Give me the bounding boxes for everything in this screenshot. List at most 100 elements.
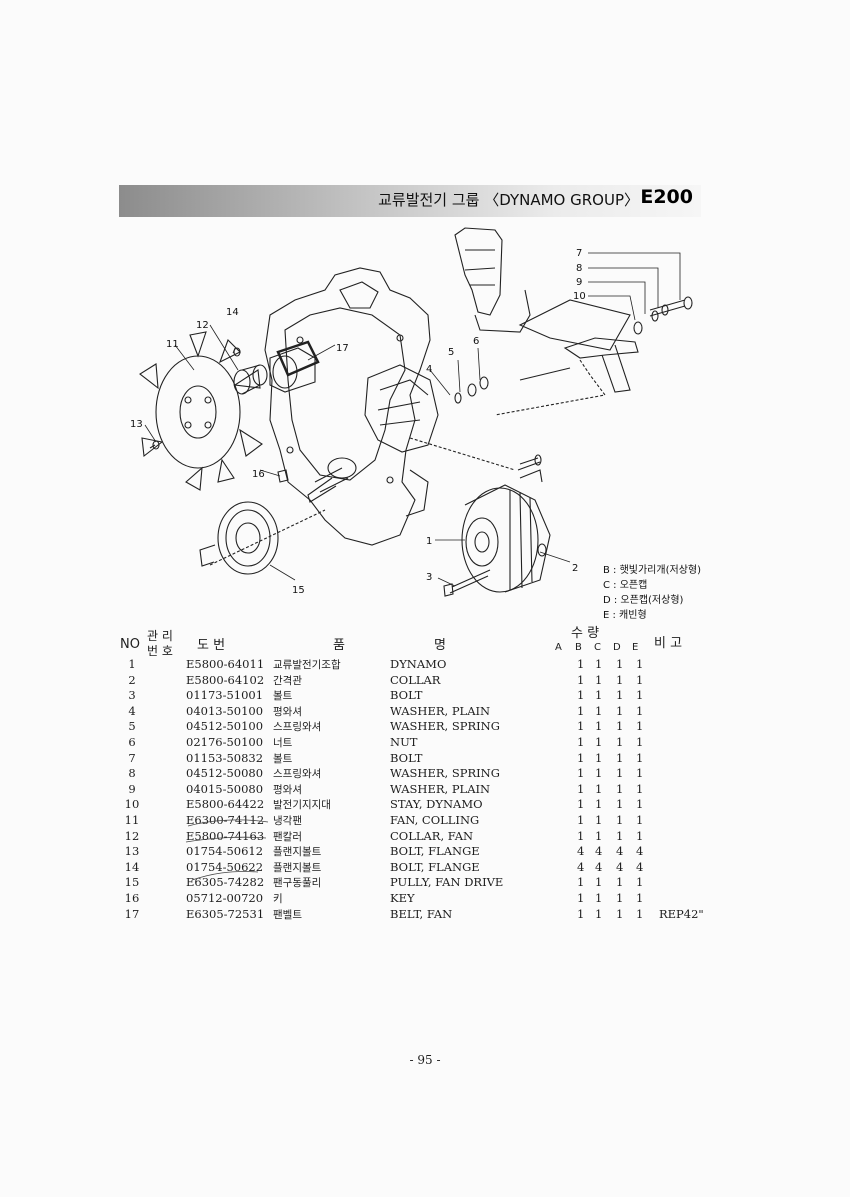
row-qty-1: 1 <box>577 703 585 718</box>
table-row: 5 04512-50100 스프링와셔 WASHER, SPRING 1 1 1… <box>0 719 850 735</box>
row-part-number: 04015-50080 <box>186 781 264 796</box>
row-qty-1: 1 <box>577 672 585 687</box>
row-qty-4: 1 <box>636 906 644 921</box>
crank-pulley-drawing <box>199 501 279 575</box>
table-row: 16 05712-00720 키 KEY 1 1 1 1 <box>0 891 850 907</box>
row-english-name: STAY, DYNAMO <box>390 797 483 812</box>
row-english-name: BELT, FAN <box>390 906 453 921</box>
callout-9: 9 <box>576 277 582 288</box>
callout-leaders <box>144 252 681 587</box>
row-no: 4 <box>128 703 136 718</box>
row-part-number: 01754-50622 <box>186 859 264 874</box>
row-qty-3: 1 <box>616 813 624 827</box>
row-no: 17 <box>124 906 140 921</box>
callout-15: 15 <box>292 585 305 596</box>
header-qty-e: E <box>632 642 639 653</box>
callout-8: 8 <box>576 263 582 274</box>
callout-4: 4 <box>426 364 432 375</box>
row-korean-name: 키 <box>273 893 283 905</box>
header-mgmt-top: 관 리 <box>147 629 173 643</box>
header-qty: 수 량 <box>571 626 600 641</box>
row-qty-1: 1 <box>577 735 585 749</box>
row-qty-1: 1 <box>577 828 585 843</box>
row-no: 7 <box>128 750 136 765</box>
row-no: 13 <box>124 844 140 859</box>
row-qty-2: 1 <box>595 719 603 734</box>
row-korean-name: 팬벨트 <box>273 908 302 921</box>
row-qty-1: 4 <box>577 844 585 859</box>
legend-item-d: D : 오픈캡(저상형) <box>603 595 684 606</box>
row-part-number: 04512-50080 <box>186 766 264 781</box>
fan-belt-drawing <box>276 340 320 377</box>
row-qty-3: 1 <box>616 906 624 921</box>
row-english-name: BOLT, FLANGE <box>390 859 480 874</box>
row-qty-3: 1 <box>616 875 624 890</box>
cooling-fan-drawing <box>139 331 263 491</box>
row-part-number: E6305-74282 <box>186 875 265 890</box>
row-qty-2: 1 <box>595 766 603 781</box>
table-row: 14 01754-50622 플랜지볼트 BOLT, FLANGE 4 4 4 … <box>0 860 850 876</box>
row-qty-4: 1 <box>636 813 644 827</box>
header-qty-a: A <box>555 642 562 653</box>
parts-table-header: NO 관 리 번 호 도 번 품 명 수 량 A B C D E 비 고 <box>0 622 850 662</box>
row-part-number: 02176-50100 <box>186 735 264 749</box>
row-qty-3: 4 <box>616 859 624 874</box>
legend-item-c: C : 오픈캡 <box>603 580 648 591</box>
row-remark: REP42" <box>659 906 704 921</box>
callout-numbers: 7 8 9 10 5 6 4 14 12 11 13 16 17 1 2 3 1… <box>130 248 586 596</box>
row-qty-2: 1 <box>595 891 603 905</box>
row-korean-name: 스프링와셔 <box>273 768 322 781</box>
row-qty-3: 1 <box>616 657 624 671</box>
row-english-name: COLLAR, FAN <box>390 828 474 843</box>
row-no: 12 <box>124 828 140 843</box>
row-qty-1: 4 <box>577 859 585 874</box>
row-korean-name: 간격관 <box>273 674 302 687</box>
row-qty-2: 1 <box>595 813 603 827</box>
row-qty-3: 1 <box>616 703 624 718</box>
row-qty-4: 1 <box>636 719 644 734</box>
row-qty-3: 1 <box>616 750 624 765</box>
row-english-name: FAN, COLLING <box>390 813 480 827</box>
alternator-drawing <box>461 469 551 593</box>
row-qty-4: 1 <box>636 672 644 687</box>
row-korean-name: 스프링와셔 <box>273 721 322 734</box>
row-part-number: E5800-64102 <box>186 672 265 687</box>
table-row: 7 01153-50832 볼트 BOLT 1 1 1 1 <box>0 751 850 767</box>
table-row: 12 E5800-74163 팬칼러 COLLAR, FAN 1 1 1 1 <box>0 829 850 845</box>
row-english-name: NUT <box>390 735 418 749</box>
row-qty-3: 1 <box>616 688 624 703</box>
row-qty-1: 1 <box>577 797 585 812</box>
row-qty-2: 4 <box>595 859 603 874</box>
table-row: 17 E6305-72531 팬벨트 BELT, FAN 1 1 1 1 REP… <box>0 907 850 923</box>
engine-timing-case-drawing <box>264 267 431 546</box>
header-no: NO <box>120 637 140 652</box>
row-part-number: E6305-72531 <box>186 906 265 921</box>
row-no: 2 <box>128 672 136 687</box>
row-qty-2: 1 <box>595 828 603 843</box>
table-row: 15 E6305-74282 팬구동풀리 PULLY, FAN DRIVE 1 … <box>0 875 850 891</box>
callout-7: 7 <box>576 248 582 259</box>
row-qty-2: 1 <box>595 906 603 921</box>
row-qty-3: 1 <box>616 797 624 812</box>
row-qty-1: 1 <box>577 657 585 671</box>
table-row: 11 E6300-74112 냉각팬 FAN, COLLING 1 1 1 1 <box>0 813 850 829</box>
table-row: 13 01754-50612 플랜지볼트 BOLT, FLANGE 4 4 4 … <box>0 844 850 860</box>
row-english-name: KEY <box>390 891 415 905</box>
row-no: 14 <box>124 859 140 874</box>
row-no: 8 <box>128 766 136 781</box>
row-qty-1: 1 <box>577 766 585 781</box>
row-korean-name: 너트 <box>273 737 293 749</box>
row-english-name: WASHER, PLAIN <box>390 703 491 718</box>
row-english-name: BOLT <box>390 750 423 765</box>
row-qty-1: 1 <box>577 719 585 734</box>
row-korean-name: 팬칼러 <box>273 830 302 843</box>
row-part-number: 05712-00720 <box>186 891 264 905</box>
header-qty-d: D <box>613 642 621 653</box>
callout-6: 6 <box>473 336 479 347</box>
row-qty-4: 4 <box>636 844 644 859</box>
crankshaft-snout-drawing <box>307 457 357 503</box>
row-part-number: 01173-51001 <box>186 688 264 703</box>
fan-collar-drawing <box>233 347 316 395</box>
row-qty-4: 1 <box>636 750 644 765</box>
row-korean-name: 플랜지볼트 <box>273 861 322 874</box>
